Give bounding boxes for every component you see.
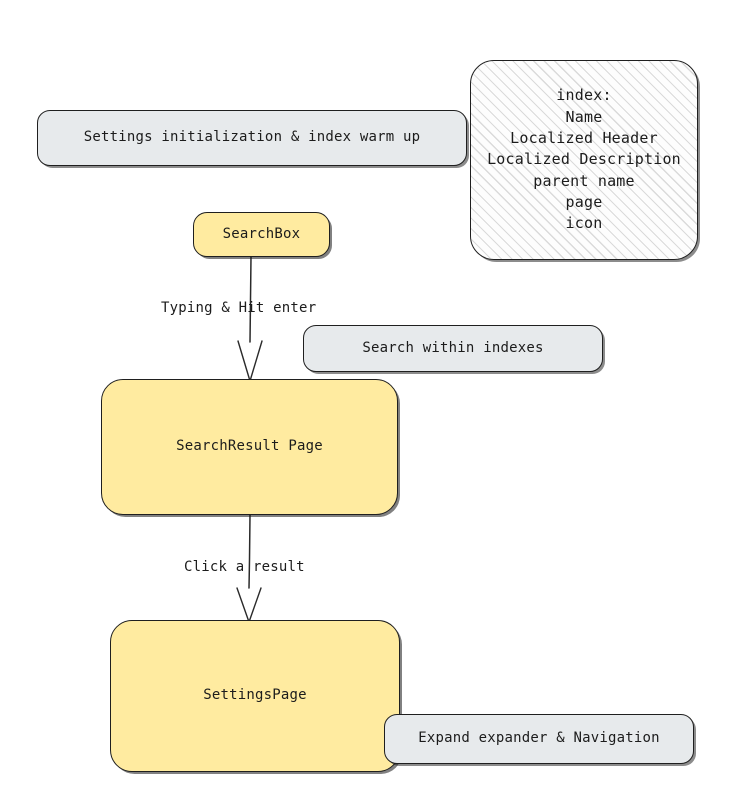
note-expand-expander-navigation-label: Expand expander & Navigation bbox=[418, 730, 660, 747]
note-settings-initialization[interactable]: Settings initialization & index warm up bbox=[37, 110, 467, 166]
note-settings-initialization-label: Settings initialization & index warm up bbox=[83, 129, 421, 146]
edge-label-click-a-result: Click a result bbox=[184, 559, 305, 575]
node-searchbox[interactable]: SearchBox bbox=[193, 212, 330, 257]
node-searchresult-page-label: SearchResult Page bbox=[176, 438, 323, 455]
node-settingspage-label: SettingsPage bbox=[203, 687, 307, 704]
node-searchbox-label: SearchBox bbox=[222, 225, 301, 242]
node-settingspage[interactable]: SettingsPage bbox=[110, 620, 400, 772]
edge-click-a-result bbox=[236, 514, 262, 623]
note-search-within-indexes-label: Search within indexes bbox=[362, 339, 544, 356]
node-searchresult-page[interactable]: SearchResult Page bbox=[101, 379, 398, 515]
edge-label-typing-hit-enter: Typing & Hit enter bbox=[161, 300, 317, 316]
edge-typing-hit-enter bbox=[237, 256, 263, 382]
index-card[interactable]: index: Name Localized Header Localized D… bbox=[470, 60, 698, 260]
index-card-text: index: Name Localized Header Localized D… bbox=[487, 86, 681, 233]
note-search-within-indexes[interactable]: Search within indexes bbox=[303, 325, 603, 372]
note-expand-expander-navigation[interactable]: Expand expander & Navigation bbox=[384, 714, 694, 764]
